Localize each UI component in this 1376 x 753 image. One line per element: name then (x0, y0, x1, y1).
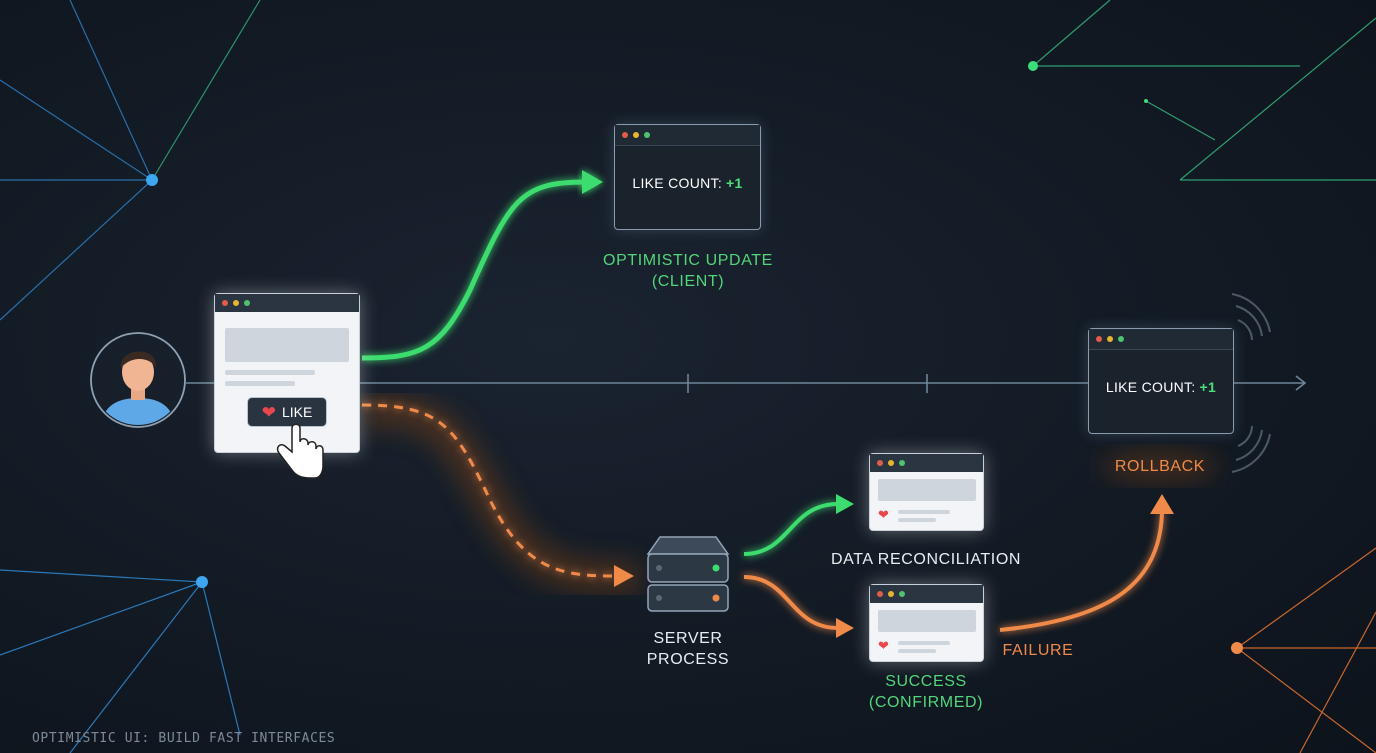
network-bottom-left (0, 569, 241, 753)
network-top-right (1032, 0, 1376, 181)
user-avatar-icon (90, 332, 186, 428)
failure-label: FAILURE (1002, 642, 1074, 659)
like-button-label: LIKE (281, 404, 313, 420)
like-count: LIKE COUNT:+1 (1105, 379, 1217, 395)
footer-caption: OPTIMISTIC UI: BUILD FAST INTERFACES (32, 731, 336, 746)
server-label: SERVER PROCESS (646, 630, 730, 668)
heart-icon: ❤ (878, 638, 889, 653)
success-label: SUCCESS (CONFIRMED) (868, 673, 984, 711)
rollback-arrow (999, 511, 1164, 632)
like-button[interactable]: ❤ LIKE (247, 397, 327, 427)
request-arrow (361, 403, 616, 578)
rollback-label: ROLLBACK (1114, 458, 1206, 475)
rollback-window: LIKE COUNT:+1 (1088, 328, 1234, 434)
like-count: LIKE COUNT:+1 (632, 175, 743, 191)
success-window: ❤ (869, 584, 984, 662)
optimistic-window: LIKE COUNT:+1 (614, 124, 761, 230)
reconciliation-window: ❤ (869, 453, 984, 531)
optimistic-arrow (361, 179, 586, 361)
network-top-left (0, 0, 261, 321)
reconciliation-arrow (743, 502, 839, 556)
heart-icon: ❤ (878, 507, 889, 522)
timeline (186, 374, 1307, 393)
heart-icon: ❤ (261, 402, 276, 422)
server-icon (646, 536, 730, 612)
rollback-ripples (1231, 293, 1271, 473)
network-bottom-right (1236, 547, 1376, 753)
window-titlebar (215, 294, 359, 312)
network-node (146, 174, 158, 186)
optimistic-label: OPTIMISTIC UPDATE (CLIENT) (603, 252, 773, 290)
client-window (214, 293, 360, 453)
failure-arrow (743, 575, 839, 630)
reconciliation-label: DATA RECONCILIATION (830, 551, 1022, 568)
